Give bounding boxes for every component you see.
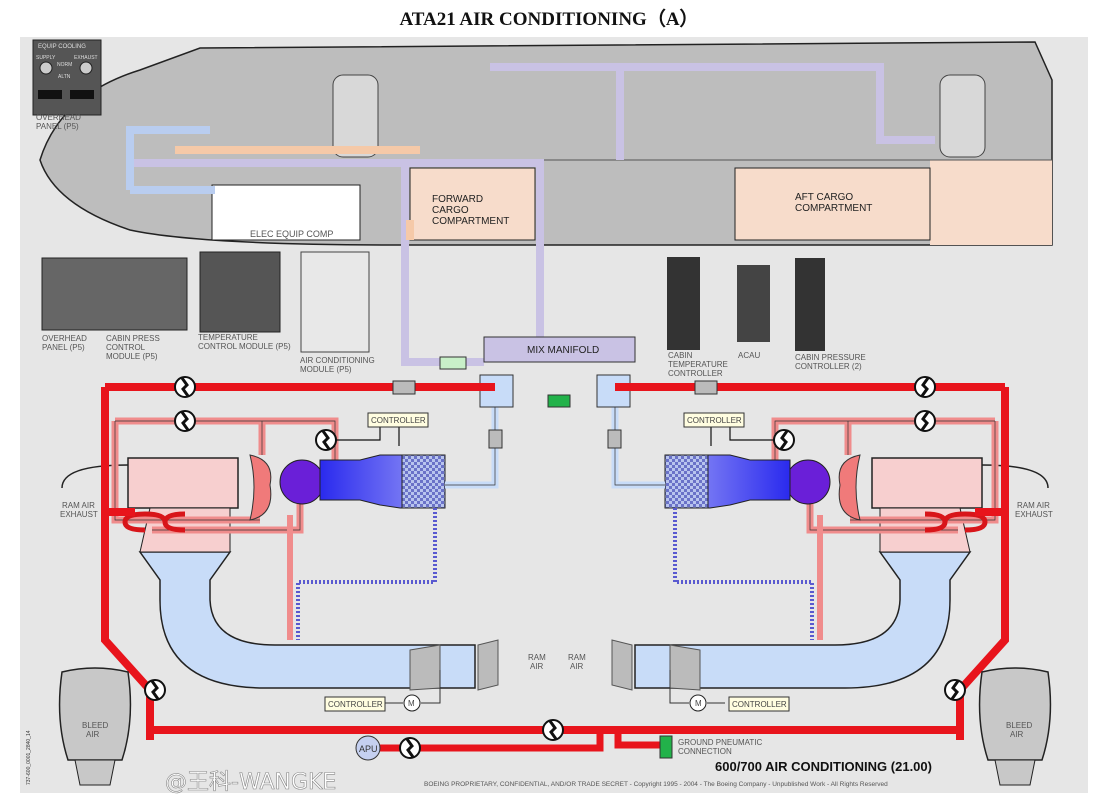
mix-manifold [483,336,636,363]
aft-cargo-label: AFT CARGO [795,192,853,203]
cabin-temp-controller-label: TEMPERATURE [668,360,728,369]
bleed-air-label: BLEED [82,721,108,730]
aft-cargo-compartment [734,167,931,241]
ground-pneumatic-label: GROUND PNEUMATIC [678,738,763,747]
ground-pneumatic-connector [659,735,673,759]
motor-label: M [408,699,415,708]
cabin-pressure-controller-label: CONTROLLER (2) [795,362,862,371]
motor-label: M [695,699,702,708]
forward-door [332,74,379,158]
ground-pneumatic-label: CONNECTION [678,747,732,756]
temperature-control-module [199,251,281,333]
apu-bleed-valve[interactable] [398,736,422,760]
watermark: @王科-WANGKE [165,770,336,795]
acau-unit [737,265,770,342]
diagram-title: 600/700 AIR CONDITIONING (21.00) [715,759,932,774]
ram-air-exhaust-label: RAM AIR [62,501,95,510]
overhead-cabin-press-panels [41,257,188,331]
cabin-pressure-controller [795,258,825,351]
ram-air-label: RAM [528,653,546,662]
overhead-panel-label: PANEL (P5) [42,343,85,352]
supply-off-light [38,90,62,99]
apu-label: APU [359,744,378,754]
elec-equip-label: ELEC EQUIP COMP [250,229,333,239]
exhaust-off-light [70,90,94,99]
acau-label: ACAU [738,351,760,360]
forward-cargo-label: CARGO [432,205,469,216]
mix-manifold-label: MIX MANIFOLD [527,345,599,356]
cabin-press-label: CABIN PRESS [106,334,160,343]
forward-cargo-compartment [409,167,536,241]
cabin-temp-controller-label: CONTROLLER [668,369,723,378]
controller-label: CONTROLLER [732,700,787,709]
altn-label: ALTN [58,74,71,80]
controller-boxes [324,412,790,712]
cabin-press-label: CONTROL [106,343,146,352]
air-cond-module-label: MODULE (P5) [300,365,352,374]
copyright-notice: BOEING PROPRIETARY, CONFIDENTIAL, AND/OR… [424,781,888,788]
equip-cooling-panel [32,39,102,116]
cabin-pressure-controller-label: CABIN PRESSURE [795,353,866,362]
air-conditioning-module [300,251,370,353]
cabin-temperature-controller [667,257,700,350]
temp-control-label: TEMPERATURE [198,333,258,342]
check-valve [439,356,467,370]
ram-air-exhaust-label: EXHAUST [1015,510,1053,519]
ram-air-label: AIR [530,662,544,671]
page-title: ATA21 AIR CONDITIONING（A） [399,9,699,30]
elec-equip-compartment [211,184,361,241]
ram-air-label: RAM [568,653,586,662]
overhead-panel-label: PANEL (P5) [36,122,79,131]
exhaust-selector-knob[interactable] [79,61,93,75]
forward-cargo-label: COMPARTMENT [432,216,509,227]
drawing-code: 737-600_0001_2840_14 [26,730,32,785]
ground-cart-connection [547,394,571,408]
aft-cargo-label: COMPARTMENT [795,203,872,214]
ram-air-exhaust-label: RAM AIR [1017,501,1050,510]
controller-label: CONTROLLER [371,416,426,425]
bleed-air-label: BLEED [1006,721,1032,730]
forward-cargo-label: FORWARD [432,194,483,205]
air-cond-module-label: AIR CONDITIONING [300,356,375,365]
ram-air-label: AIR [570,662,584,671]
overhead-panel-label: OVERHEAD [36,113,81,122]
distribution-ducts [126,63,935,366]
norm-label: NORM [57,62,72,68]
ram-air-exhaust-label: EXHAUST [60,510,98,519]
temp-control-label: CONTROL MODULE (P5) [198,342,291,351]
overhead-panel-label: OVERHEAD [42,334,87,343]
cabin-temp-controller-label: CABIN [668,351,693,360]
supply-selector-knob[interactable] [39,61,53,75]
isolation-valve[interactable] [541,718,565,742]
bleed-air-label: AIR [1010,730,1024,739]
aft-door [939,74,986,158]
controller-label: CONTROLLER [328,700,383,709]
supply-label: SUPPLY [36,55,56,61]
aft-cargo-zone [930,160,1052,245]
cabin-press-label: MODULE (P5) [106,352,158,361]
controller-label: CONTROLLER [687,416,742,425]
exhaust-label: EXHAUST [74,55,98,61]
apu [355,735,381,761]
equip-cooling-title: EQUIP COOLING [38,44,86,50]
bleed-air-label: AIR [86,730,100,739]
apu-ground-lines [380,730,665,752]
